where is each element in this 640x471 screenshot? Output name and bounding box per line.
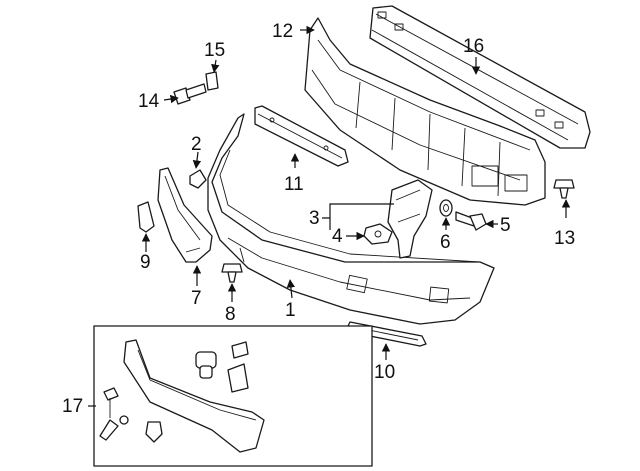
- cap-part-2: [189, 169, 207, 189]
- callout-11: 11: [284, 174, 304, 195]
- plate-part-4: [363, 223, 393, 245]
- callout-3: 3: [309, 208, 320, 229]
- callout-4: 4: [332, 226, 343, 247]
- bolt-part-14: [173, 83, 207, 105]
- side-extension-part-7: [157, 167, 213, 263]
- callout-5: 5: [500, 215, 511, 236]
- callout-12: 12: [272, 21, 293, 42]
- nut-part-15: [205, 71, 219, 91]
- callout-17: 17: [62, 396, 83, 417]
- callout-15: 15: [204, 40, 225, 61]
- energy-absorber-part-12: [304, 17, 546, 206]
- callout-7: 7: [191, 288, 202, 309]
- license-bracket-part-11: [254, 105, 349, 167]
- side-bracket-part-3: [387, 179, 433, 259]
- callout-14: 14: [138, 91, 160, 112]
- callout-6: 6: [440, 232, 451, 253]
- callout-8: 8: [225, 304, 236, 325]
- callout-13: 13: [554, 228, 575, 249]
- bracket-part-9: [137, 201, 155, 233]
- callout-labels: 12 16 15 14 2 11 3 4 6 5 13 9 7 8 1 10 1…: [62, 21, 575, 417]
- callout-16: 16: [463, 36, 484, 57]
- leader-lines: [88, 25, 571, 407]
- callout-1: 1: [285, 300, 296, 321]
- callout-9: 9: [140, 252, 151, 273]
- washer-part-6: [439, 199, 453, 217]
- bolt-part-5: [455, 211, 487, 231]
- callout-2: 2: [191, 134, 202, 155]
- bumper-cover-part-1: [207, 113, 495, 325]
- kit-box-part-17: [93, 325, 373, 467]
- push-clip-part-8: [221, 263, 243, 283]
- callout-10: 10: [374, 362, 395, 383]
- push-clip-part-13: [553, 179, 575, 199]
